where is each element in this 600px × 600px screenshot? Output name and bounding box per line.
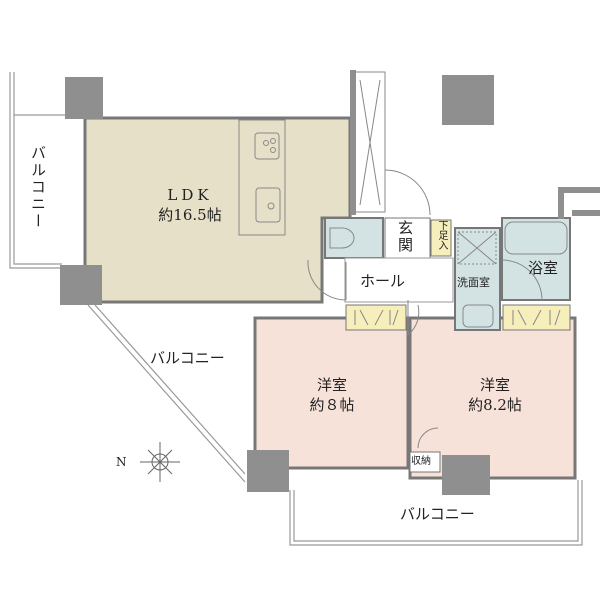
- pillar: [442, 75, 494, 125]
- compass-icon: [140, 442, 180, 482]
- bottom-balcony-outline: [289, 480, 583, 546]
- compass-north-label: N: [116, 455, 127, 469]
- hall-floor: [344, 257, 454, 303]
- left-balcony-label: バルコニー: [29, 145, 47, 230]
- bathtub: [504, 221, 568, 255]
- western-room-1-label: 洋室 約８帖: [282, 375, 382, 415]
- left-balcony-outline: [9, 72, 65, 269]
- diagonal-balcony-label: バルコニー: [150, 349, 225, 367]
- western-room-2-name: 洋室: [479, 376, 510, 394]
- western-room-2-size: 約8.2帖: [468, 396, 522, 414]
- western-room-2-label: 洋室 約8.2帖: [445, 375, 545, 415]
- diagonal-balcony-outline: [87, 304, 246, 483]
- shoe-storage-label: 下足入: [436, 220, 447, 250]
- toilet-fixture: [329, 227, 355, 249]
- ldk-label: LDK 約16.5帖: [140, 185, 240, 225]
- western-room-1-size: 約８帖: [309, 396, 355, 414]
- ldk-size: 約16.5帖: [158, 206, 222, 224]
- pillar: [60, 265, 102, 305]
- pillar: [65, 77, 103, 119]
- washroom-label: 洗面室: [457, 276, 490, 289]
- wash-basin: [462, 304, 494, 328]
- kitchen-counter: [238, 119, 286, 236]
- bottom-balcony-label: バルコニー: [400, 505, 475, 523]
- western-room-2-floor: [408, 316, 577, 480]
- western-room-1-name: 洋室: [316, 376, 347, 394]
- western-room-1-floor: [253, 316, 410, 470]
- bathroom-label: 浴室: [528, 259, 559, 277]
- shoe-storage-floor: [430, 219, 452, 257]
- closet-2: [502, 304, 571, 331]
- storage-label: 収納: [411, 456, 431, 467]
- entrance-floor: [384, 217, 431, 259]
- pillar: [442, 455, 490, 495]
- shaft: [354, 71, 386, 213]
- bathroom-floor: [501, 217, 571, 301]
- entrance-label: 玄関: [396, 220, 414, 254]
- storage-floor: [409, 451, 441, 473]
- ldk-name: LDK: [167, 186, 213, 204]
- hall-label: ホール: [360, 272, 406, 290]
- pillar: [247, 450, 289, 492]
